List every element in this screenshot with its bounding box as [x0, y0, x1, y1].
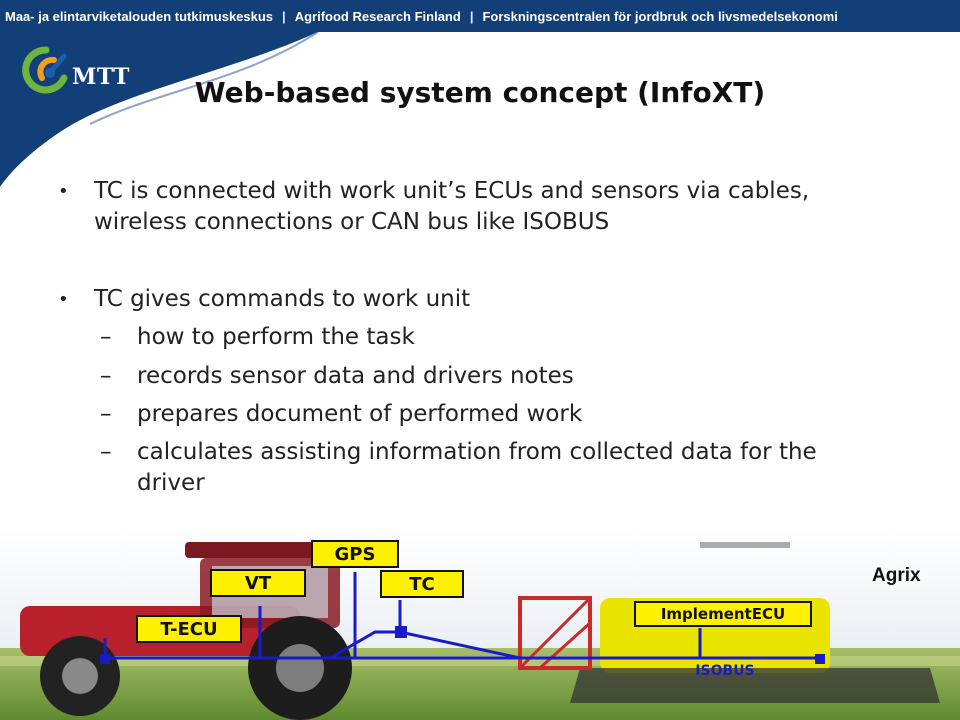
mtt-logo-icon	[22, 46, 68, 94]
sub-line: driver	[137, 470, 205, 496]
sub-line: calculates assisting information from co…	[137, 439, 817, 465]
implement-ecu-label: ImplementECU	[634, 601, 812, 627]
sub-line: records sensor data and drivers notes	[137, 363, 574, 389]
page-title: Web-based system concept (InfoXT)	[194, 76, 766, 109]
bullet-marker: •	[58, 289, 69, 310]
corner-swoosh	[0, 32, 319, 187]
header-bar: Maa- ja elintarviketalouden tutkimuskesk…	[0, 0, 960, 32]
bullet-line: TC gives commands to work unit	[94, 286, 471, 312]
vt-label: VT	[210, 569, 306, 597]
header-separator: |	[282, 8, 286, 24]
isobus-label: ISOBUS	[695, 663, 755, 679]
header-org-fi: Maa- ja elintarviketalouden tutkimuskesk…	[5, 8, 274, 24]
sub-marker: –	[100, 401, 112, 427]
sub-line: prepares document of performed work	[137, 401, 583, 427]
tc-label: TC	[380, 570, 464, 598]
bullet-marker: •	[58, 181, 69, 202]
sub-line: how to perform the task	[137, 324, 415, 350]
image-credit: Agrix	[872, 565, 921, 586]
tecu-label: T-ECU	[136, 615, 242, 643]
logo-text: MTT	[72, 64, 130, 90]
gps-label: GPS	[311, 540, 399, 568]
header-org-sv: Forskningscentralen för jordbruk och liv…	[482, 8, 838, 24]
header-org-en: Agrifood Research Finland	[294, 8, 461, 24]
bullet-line: wireless connections or CAN bus like ISO…	[94, 209, 610, 235]
header-separator: |	[469, 8, 474, 24]
sub-marker: –	[100, 363, 112, 389]
sub-marker: –	[100, 439, 112, 465]
bullet-line: TC is connected with work unit’s ECUs an…	[94, 178, 810, 204]
sub-marker: –	[100, 324, 112, 350]
